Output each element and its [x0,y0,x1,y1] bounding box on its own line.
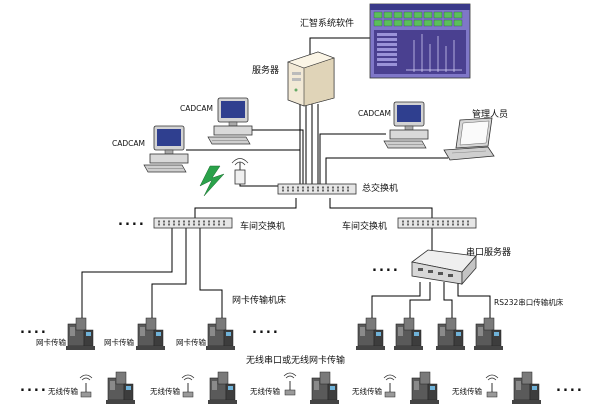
ellipsis-serial-left: .... [372,260,400,275]
rs232-machine-4-icon [473,317,504,351]
workshop-switch-left-label: 车间交换机 [240,222,286,232]
link-server-software [309,37,372,60]
lightning-icon [199,165,225,197]
cadcam-pc-left-icon [143,125,189,173]
link-nic-3 [199,228,223,320]
rs232-machine-label: RS232串口传输机床 [494,298,564,307]
rs232-machine-2-icon [393,317,424,351]
nic-transfer-3-label: 网卡传输 [176,338,206,347]
wireless-adapter-2-icon [181,374,195,398]
core-switch-label: 总交换机 [362,184,399,194]
ellipsis-switch-left: .... [118,214,146,229]
wireless-machine-3-icon [309,371,340,405]
ellipsis-nic-right: .... [252,322,280,337]
core-switch-icon [277,183,357,195]
wireless-3-label: 无线传输 [250,387,280,396]
ellipsis-wireless-right: .... [556,380,584,395]
wireless-machine-4-icon [409,371,440,405]
server-icon [287,51,335,107]
serial-server-icon [411,249,477,286]
cadcam-top-label: CADCAM [180,104,213,113]
link-core-left [194,198,297,218]
nic-machine-1-icon [65,317,96,351]
link-nic-1 [81,228,173,320]
workshop-switch-right-label: 车间交换机 [342,222,388,232]
nic-machine-label: 网卡传输机床 [232,296,287,306]
link-rs232-2 [409,282,431,320]
wireless-machine-1-icon [105,371,136,405]
rs232-machine-3-icon [435,317,466,351]
link-cadcam-top [248,129,304,184]
rs232-machine-1-icon [355,317,386,351]
link-rs232-3 [443,282,453,320]
nic-transfer-1-label: 网卡传输 [36,338,66,347]
wireless-adapter-3-icon [283,372,297,396]
wireless-5-label: 无线传输 [452,387,482,396]
wireless-ap-icon [231,158,249,185]
software-screenshot [369,3,471,79]
link-manager [325,157,448,184]
wireless-1-label: 无线传输 [48,387,78,396]
cadcam-pc-top-icon [207,97,253,145]
wireless-4-label: 无线传输 [352,387,382,396]
wireless-machine-2-icon [207,371,238,405]
laptop-icon [443,117,495,161]
link-rs232-4 [457,282,491,320]
ellipsis-nic-left: .... [20,322,48,337]
workshop-switch-left-icon [153,217,233,229]
workshop-switch-right-icon [397,217,477,229]
wireless-2-label: 无线传输 [150,387,180,396]
nic-machine-3-icon [205,317,236,351]
wireless-machine-5-icon [511,371,542,405]
nic-machine-2-icon [135,317,166,351]
link-ap [239,180,278,187]
wireless-adapter-1-icon [79,374,93,398]
link-nic-2 [151,228,187,320]
cadcam-left-label: CADCAM [112,139,145,148]
manager-label: 管理人员 [472,110,509,120]
cadcam-right-label: CADCAM [358,109,391,118]
ellipsis-wireless-left: .... [20,380,48,395]
link-core-right [329,198,433,218]
wireless-adapter-4-icon [383,374,397,398]
wireless-title-label: 无线串口或无线网卡传输 [246,356,346,366]
link-rs232-1 [371,282,421,320]
software-label: 汇智系统软件 [300,19,355,29]
serial-server-label: 串口服务器 [466,248,512,258]
nic-transfer-2-label: 网卡传输 [104,338,134,347]
connection-lines [81,37,491,320]
server-label: 服务器 [252,66,280,76]
link-cadcam-right [319,133,386,184]
wireless-adapter-5-icon [485,374,499,398]
